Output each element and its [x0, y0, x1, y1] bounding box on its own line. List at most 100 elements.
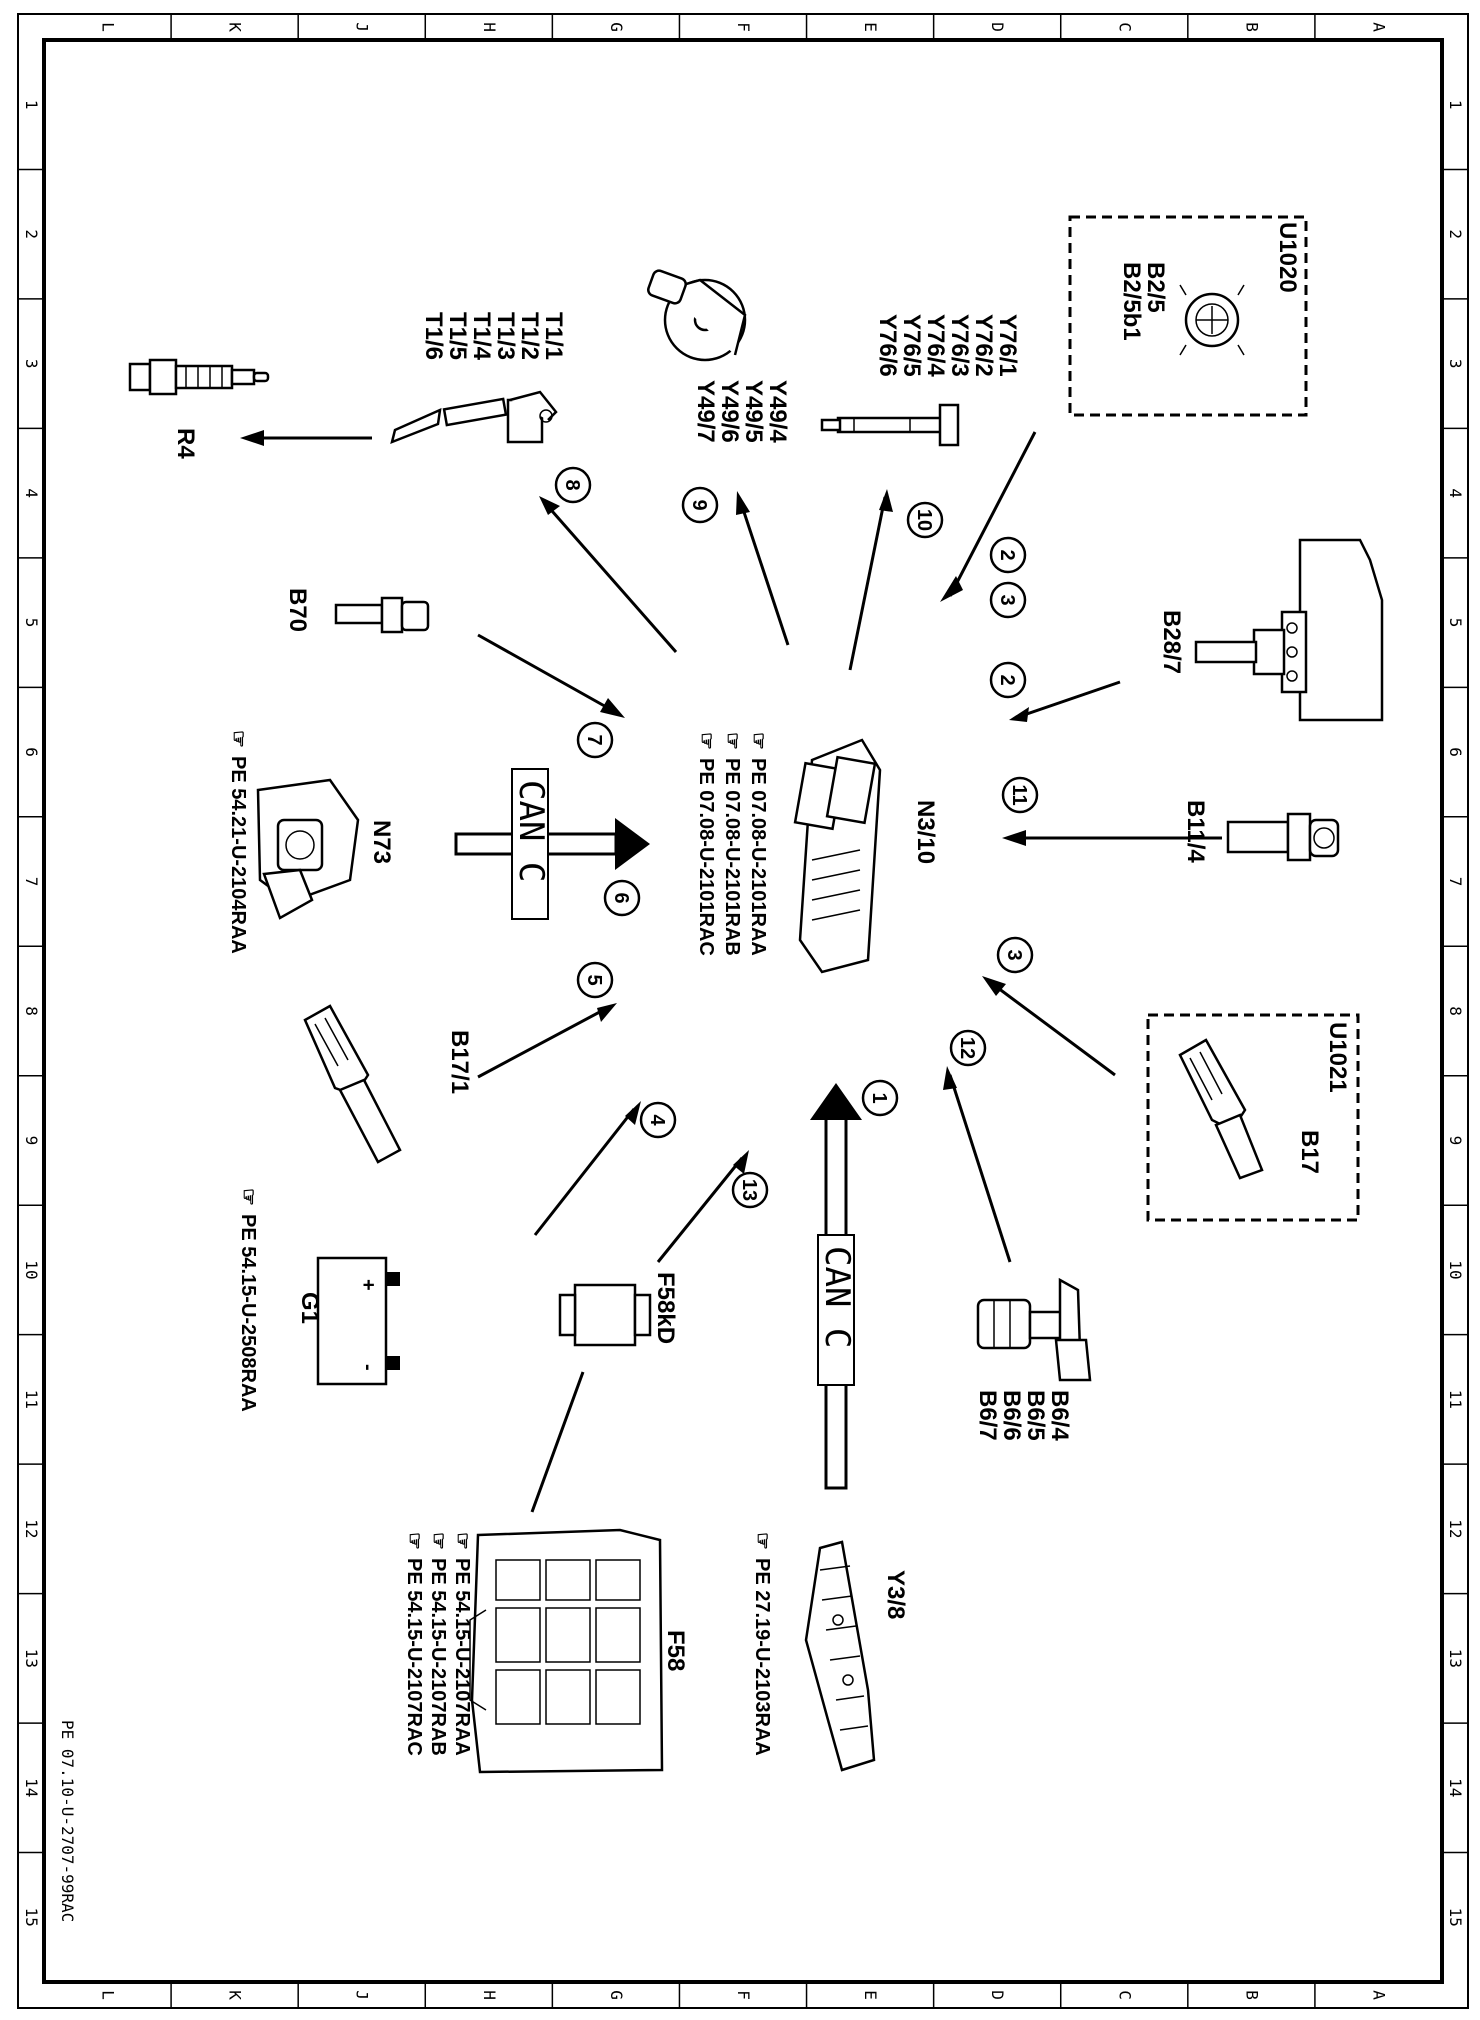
grid-letter-top: C [1115, 22, 1134, 32]
step-number: 3 [996, 594, 1018, 605]
grid-letter-bottom: A [1369, 1990, 1388, 2000]
t1-3-label: T1/3 [492, 312, 519, 360]
step-number: 10 [913, 509, 935, 531]
grid-letter-bottom: C [1115, 1990, 1134, 2000]
t1-1-label: T1/1 [540, 312, 567, 360]
grid-number-right: 6 [1446, 747, 1465, 757]
b6-4-label: B6/4 [1046, 1390, 1073, 1441]
grid-number-right: 4 [1446, 488, 1465, 498]
step-number: 7 [583, 734, 605, 745]
f58kd-label: F58kD [652, 1272, 679, 1344]
grid-number-right: 13 [1446, 1649, 1465, 1668]
labels: N3/10 PE 07.08-U-2101RAA PE 07.08-U-2101… [172, 222, 1351, 1756]
y76-2-label: Y76/2 [970, 314, 997, 377]
can-label: CAN C [511, 780, 551, 882]
grid-number-right: 2 [1446, 229, 1465, 239]
step-circle [906, 501, 944, 539]
n3-10-ref-1: PE 07.08-U-2101RAA [747, 758, 769, 956]
grid-number-left: 15 [22, 1908, 41, 1927]
grid-letter-top: L [99, 22, 118, 32]
grid-letter-top: F [734, 22, 753, 32]
step-number: 1 [868, 1092, 890, 1103]
n3-10-ref-2: PE 07.08-U-2101RAB [721, 758, 743, 956]
step-number: 3 [1003, 949, 1025, 960]
b6-6-label: B6/6 [998, 1390, 1025, 1441]
grid-number-left: 4 [22, 488, 41, 498]
step-number: 5 [583, 974, 605, 985]
grid-number-right: 14 [1446, 1778, 1465, 1797]
inner-frame [42, 38, 1444, 1984]
temperature-sensor-b11-4-icon [1226, 812, 1340, 862]
grid-number-right: 15 [1446, 1908, 1465, 1927]
grid-number-left: 10 [22, 1260, 41, 1279]
grid-letter-top: H [480, 22, 499, 32]
sensor-b17-1-icon [303, 1004, 402, 1164]
g1-ref: PE 54.15-U-2508RAA [237, 1214, 259, 1412]
step-circle [639, 1101, 677, 1139]
grid-letter-bottom: D [988, 1990, 1007, 2000]
pointing-hand-icon: ☞ [427, 1532, 449, 1550]
b70-label: B70 [284, 588, 311, 632]
grid-letter-bottom: B [1242, 1990, 1261, 2000]
grid-number-left: 14 [22, 1778, 41, 1797]
u1020-dashed-box [1068, 215, 1308, 417]
step-circle [949, 1029, 987, 1067]
y76-4-label: Y76/4 [922, 314, 949, 377]
grid-number-left: 8 [22, 1006, 41, 1016]
b17-1-label: B17/1 [446, 1030, 473, 1094]
connection-lines [248, 431, 1222, 1513]
outer-frame [17, 13, 1469, 2009]
y76-3-label: Y76/3 [946, 314, 973, 377]
can-bus-arrow-left: CAN C [454, 768, 650, 920]
speed-sensor-b70-icon [334, 596, 430, 634]
step-number: 2 [996, 549, 1018, 560]
step-circle [989, 661, 1027, 699]
y76-6-label: Y76/6 [874, 314, 901, 377]
step-number: 4 [646, 1114, 668, 1126]
pointing-hand-icon: ☞ [451, 1532, 473, 1550]
arrow-heads [240, 430, 1029, 1174]
step-circle [989, 536, 1027, 574]
pointing-hand-icon: ☞ [403, 1532, 425, 1550]
grid-number-left: 13 [22, 1649, 41, 1668]
r4-label: R4 [172, 428, 199, 459]
fuse-relay-box-f58-icon [469, 1528, 664, 1774]
b6-5-label: B6/5 [1022, 1390, 1049, 1441]
t1-4-label: T1/4 [468, 312, 495, 361]
f58-ref-2: PE 54.15-U-2107RAB [427, 1558, 449, 1756]
step-number: 6 [610, 892, 632, 903]
y3-8-label: Y3/8 [882, 1570, 909, 1619]
grid-number-right: 9 [1446, 1136, 1465, 1146]
f58-label: F58 [662, 1630, 689, 1671]
coolant-sensor-b2-5-icon [1179, 284, 1245, 356]
t1-2-label: T1/2 [516, 312, 543, 360]
y3-8-ref: PE 27.19-U-2103RAA [751, 1558, 773, 1756]
step-circle [576, 721, 614, 759]
u1020-label: U1020 [1274, 222, 1301, 293]
y49-6-label: Y49/6 [716, 380, 743, 443]
grid-number-right: 10 [1446, 1260, 1465, 1279]
grid-letter-top: D [988, 22, 1007, 32]
b11-4-label: B11/4 [1182, 800, 1209, 863]
grid-number-left: 9 [22, 1136, 41, 1146]
battery-g1-icon: + - [316, 1256, 400, 1386]
step-circle [989, 581, 1027, 619]
control-module-n73-icon [256, 778, 360, 920]
n73-ref: PE 54.21-U-2104RAA [227, 756, 249, 954]
grid-letter-top: B [1242, 22, 1261, 32]
grid-number-left: 2 [22, 229, 41, 239]
t1-5-label: T1/5 [444, 312, 471, 360]
step-circle [554, 466, 592, 504]
can-bus-arrow-bottom: CAN C [810, 1083, 862, 1490]
grid-number-right: 11 [1446, 1390, 1465, 1409]
u1021-dashed-box [1146, 1013, 1360, 1222]
y49-5-label: Y49/5 [740, 380, 767, 443]
grid-letter-bottom: L [99, 1990, 118, 2000]
step-circle [1001, 776, 1039, 814]
grid-letter-bottom: K [226, 1990, 245, 2000]
grid-number-right: 12 [1446, 1519, 1465, 1538]
ignition-coil-t1-icon [390, 390, 558, 445]
grid-number-right: 8 [1446, 1006, 1465, 1016]
